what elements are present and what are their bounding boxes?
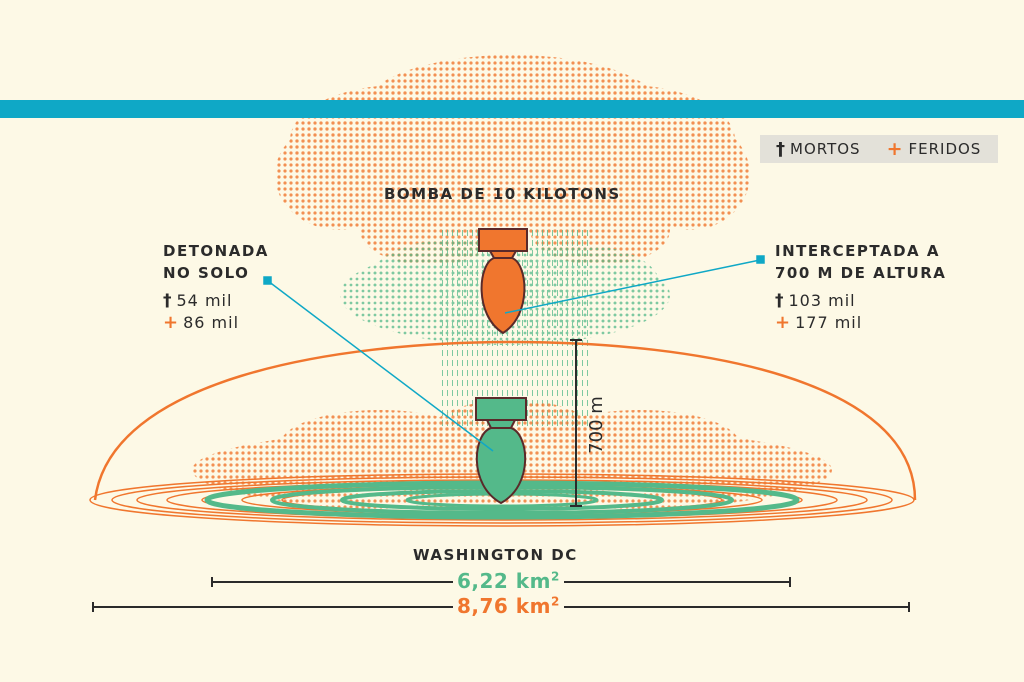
ground-dead-value: 54 mil — [176, 291, 233, 310]
legend-dead-label: MORTOS — [790, 140, 861, 158]
ground-label-line1: DETONADA — [163, 242, 269, 260]
ground-area-superscript: 2 — [550, 569, 560, 584]
ground-label-line2: NO SOLO — [163, 264, 250, 282]
air-stats: †103 mil +177 mil — [775, 290, 862, 333]
top-band — [0, 100, 1024, 118]
leader-lines — [263, 255, 765, 452]
plus-icon: + — [163, 312, 180, 333]
air-dead-row: †103 mil — [775, 290, 862, 312]
ground-label: DETONADA NO SOLO — [163, 240, 269, 284]
dagger-icon: † — [163, 291, 173, 311]
plus-icon: + — [886, 138, 904, 160]
ground-dead-row: †54 mil — [163, 290, 239, 312]
air-label-line2: 700 M DE ALTURA — [775, 264, 947, 282]
city-label: WASHINGTON DC — [413, 546, 578, 564]
airburst-dome — [93, 340, 917, 501]
height-label: 700 m — [586, 396, 607, 454]
height-marker — [570, 339, 582, 507]
air-area-superscript: 2 — [550, 594, 560, 609]
air-area-value: 8,76 km2 — [453, 594, 564, 618]
air-injured-value: 177 mil — [795, 313, 863, 332]
dagger-icon: † — [775, 291, 785, 311]
plus-icon: + — [775, 312, 792, 333]
ground-area-value: 6,22 km2 — [453, 569, 564, 593]
air-area-number: 8,76 km — [457, 594, 551, 618]
legend-injured-label: FERIDOS — [908, 140, 982, 158]
ground-area-number: 6,22 km — [457, 569, 551, 593]
ground-stats: †54 mil +86 mil — [163, 290, 239, 333]
bomb-ground-icon — [475, 397, 527, 505]
air-label-line1: INTERCEPTADA A — [775, 242, 940, 260]
air-injured-row: +177 mil — [775, 312, 862, 333]
air-label: INTERCEPTADA A 700 M DE ALTURA — [775, 240, 946, 284]
ground-injured-value: 86 mil — [183, 313, 240, 332]
air-dead-value: 103 mil — [788, 291, 856, 310]
ground-injured-row: +86 mil — [163, 312, 239, 333]
bomb-title: BOMBA DE 10 KILOTONS — [384, 185, 621, 203]
dagger-icon: † — [776, 138, 786, 160]
bomb-airburst-icon — [478, 228, 528, 335]
legend: † MORTOS + FERIDOS — [760, 135, 998, 163]
